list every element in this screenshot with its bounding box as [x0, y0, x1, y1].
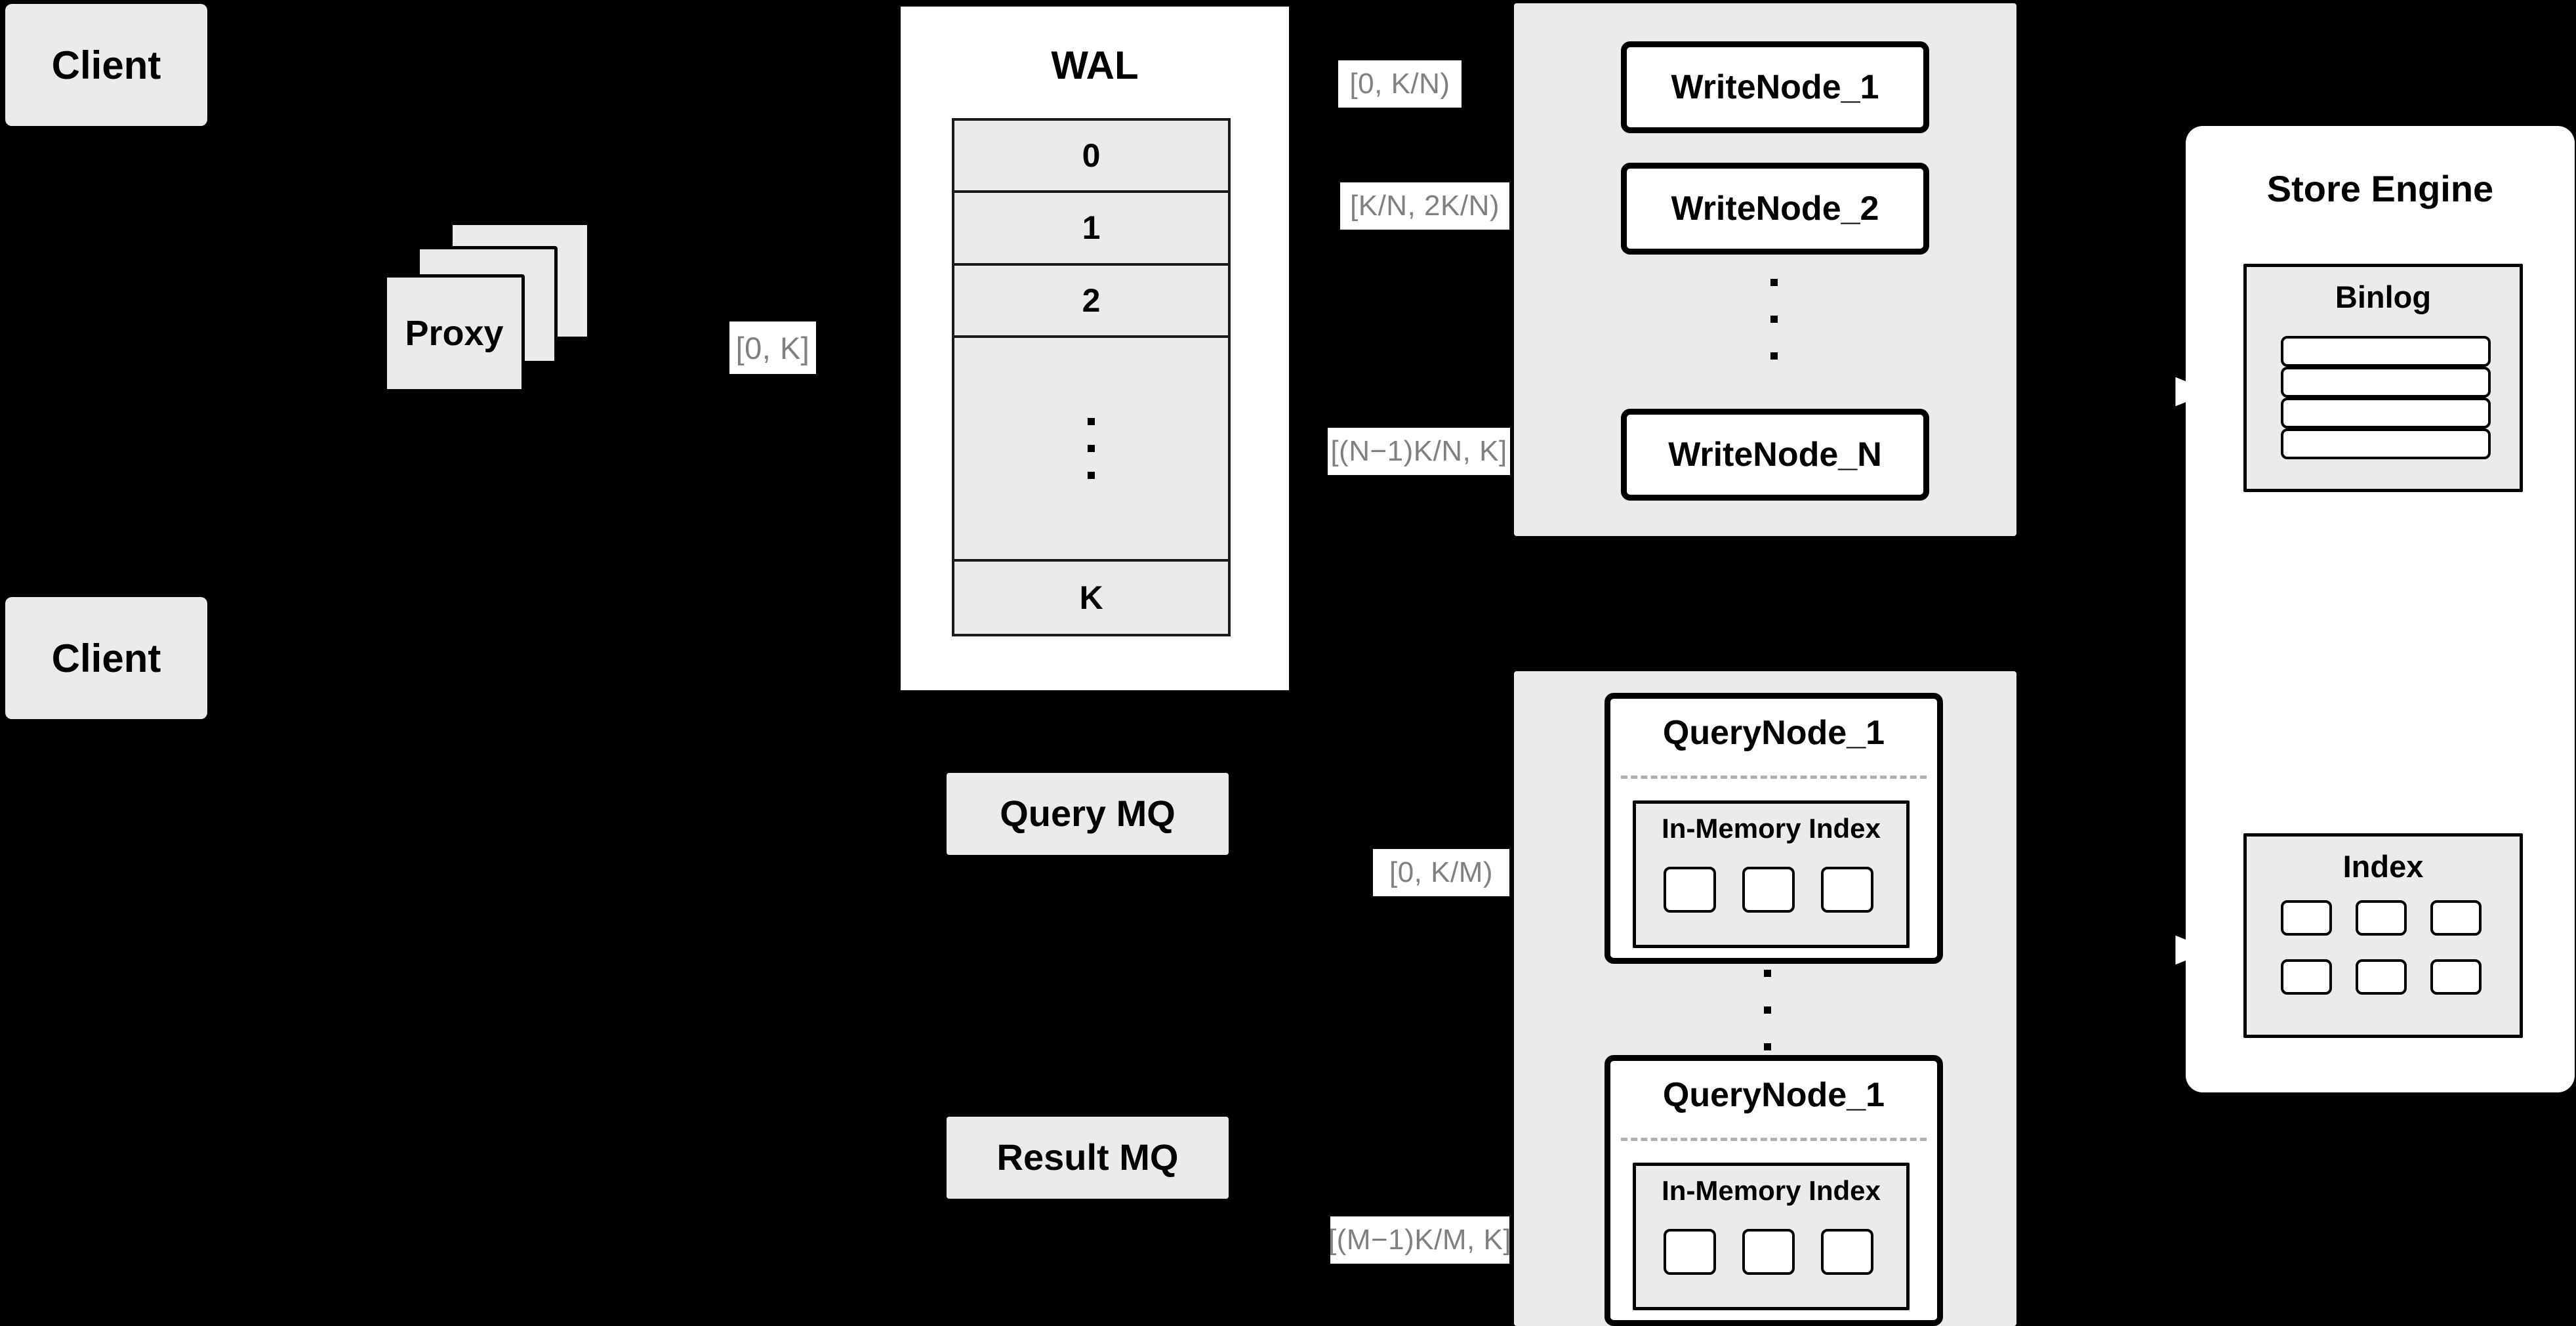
index-chip — [2430, 900, 2482, 936]
binlog-title: Binlog — [2335, 280, 2432, 314]
ellipsis-dot — [1770, 279, 1778, 286]
query-mq-box[interactable]: Query MQ — [947, 773, 1229, 855]
write-node-1[interactable]: WriteNode_1 — [1621, 41, 1929, 133]
in-memory-index-title: In-Memory Index — [1662, 813, 1881, 844]
edge-label-text: [0, K/M) — [1389, 856, 1494, 888]
proxy-card-front[interactable]: Proxy — [384, 274, 525, 392]
wal-row-ellipsis — [954, 337, 1228, 562]
edge-label-mq-to-querynode-m: [(M−1)K/M, K] — [1328, 1216, 1512, 1264]
query-node-cluster: QueryNode_1 In-Memory Index QueryNode_1 — [1514, 671, 2016, 1326]
edge-label-wal-to-writenode-1: [0, K/N) — [1338, 60, 1462, 108]
ellipsis-dot — [1770, 352, 1778, 360]
write-node-cluster: WriteNode_1 WriteNode_2 WriteNode_N — [1514, 3, 2016, 536]
query-mq-label: Query MQ — [1000, 793, 1176, 835]
ellipsis-dot — [1770, 316, 1778, 323]
wal-row: 2 — [954, 265, 1228, 338]
write-cluster-ellipsis — [1770, 279, 1778, 360]
index-chip — [1821, 867, 1873, 913]
index-chip — [1742, 1229, 1795, 1275]
edge-label-text: [K/N, 2K/N) — [1350, 190, 1500, 222]
store-engine-title: Store Engine — [2266, 168, 2494, 209]
client-label: Client — [51, 43, 161, 87]
binlog-entry — [2281, 428, 2491, 459]
edge-label-text: [(N−1)K/N, K] — [1330, 435, 1507, 467]
wal-row-value: 1 — [1082, 209, 1101, 247]
index-chip — [1664, 867, 1716, 913]
index-chip — [2281, 959, 2332, 995]
index-chip — [2356, 900, 2407, 936]
index-title: Index — [2342, 849, 2424, 884]
edge-label-text: [0, K/N) — [1349, 68, 1450, 100]
edge-label-mq-to-querynode-1: [0, K/M) — [1373, 849, 1509, 896]
wal-row: K — [954, 561, 1228, 634]
wal-table: 0 1 2 K — [952, 118, 1231, 636]
binlog-panel: Binlog — [2243, 264, 2523, 492]
write-node-2[interactable]: WriteNode_2 — [1621, 163, 1929, 255]
binlog-entry — [2281, 336, 2491, 367]
client-box-2[interactable]: Client — [5, 597, 207, 719]
index-chip — [2281, 900, 2332, 936]
ellipsis-dot — [1088, 471, 1095, 479]
wal-row: 0 — [954, 121, 1228, 194]
index-chip — [1821, 1229, 1873, 1275]
wal-row-value: 2 — [1082, 281, 1101, 319]
query-node-title: QueryNode_1 — [1662, 714, 1885, 752]
edge-label-wal-to-writenode-2: [K/N, 2K/N) — [1340, 182, 1509, 230]
query-node-separator — [1621, 1138, 1927, 1141]
proxy-stack[interactable]: Proxy — [380, 217, 669, 426]
edge-label-text: [(M−1)K/M, K] — [1328, 1224, 1512, 1256]
wal-row-value: 0 — [1082, 137, 1101, 175]
index-chip — [2356, 959, 2407, 995]
query-node-title: QueryNode_1 — [1662, 1076, 1885, 1114]
wal-row: 1 — [954, 193, 1228, 266]
wal-title: WAL — [1051, 43, 1139, 87]
in-memory-index-panel-2: In-Memory Index — [1633, 1163, 1910, 1310]
write-node-label: WriteNode_N — [1668, 435, 1882, 474]
proxy-label: Proxy — [405, 313, 504, 353]
result-mq-box[interactable]: Result MQ — [947, 1117, 1229, 1199]
edge-label-wal-to-writenode-n: [(N−1)K/N, K] — [1328, 428, 1510, 475]
write-node-n[interactable]: WriteNode_N — [1621, 409, 1929, 501]
query-node-1[interactable]: QueryNode_1 In-Memory Index — [1605, 693, 1943, 964]
edge-label-text: [0, K] — [735, 330, 810, 365]
query-node-separator — [1621, 776, 1927, 779]
client-label: Client — [51, 636, 161, 680]
wal-row-value: K — [1079, 579, 1103, 616]
write-node-label: WriteNode_1 — [1671, 68, 1879, 106]
index-chip — [1664, 1229, 1716, 1275]
query-cluster-ellipsis — [1764, 970, 1771, 1050]
index-panel: Index — [2243, 833, 2523, 1038]
index-chip — [1742, 867, 1795, 913]
in-memory-index-title: In-Memory Index — [1662, 1175, 1881, 1206]
edge-label-proxy-to-wal: [0, K] — [729, 321, 816, 374]
query-node-m[interactable]: QueryNode_1 In-Memory Index — [1605, 1055, 1943, 1326]
client-box-1[interactable]: Client — [5, 4, 207, 126]
ellipsis-dot — [1764, 1006, 1771, 1014]
result-mq-label: Result MQ — [996, 1136, 1179, 1178]
ellipsis-dot — [1764, 1043, 1771, 1050]
binlog-entry — [2281, 367, 2491, 398]
write-node-label: WriteNode_2 — [1671, 189, 1879, 228]
ellipsis-dot — [1088, 417, 1095, 425]
ellipsis-dot — [1764, 970, 1771, 977]
wal-panel: WAL 0 1 2 K — [897, 3, 1292, 694]
index-chip — [2430, 959, 2482, 995]
store-engine-panel: Store Engine Binlog Index — [2186, 126, 2575, 1092]
binlog-entry — [2281, 398, 2491, 428]
in-memory-index-panel-1: In-Memory Index — [1633, 800, 1910, 948]
ellipsis-dot — [1088, 444, 1095, 452]
